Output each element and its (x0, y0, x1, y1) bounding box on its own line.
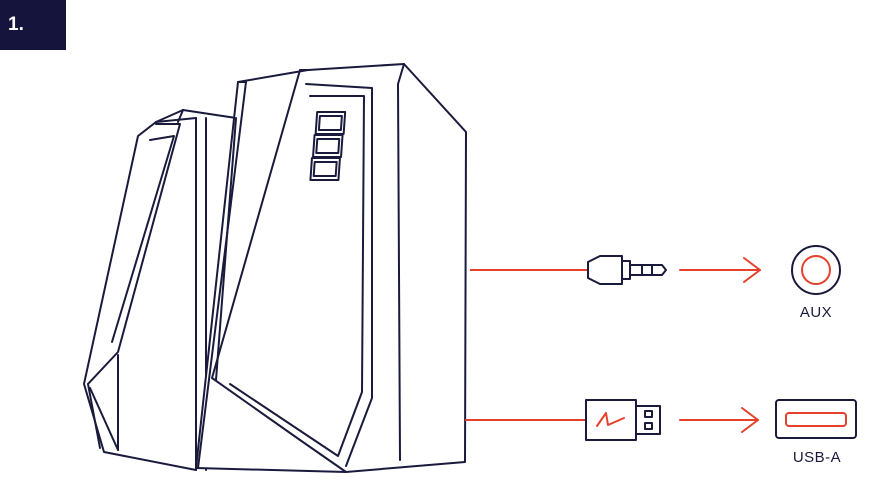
left-speaker-icon (83, 109, 237, 471)
usb-port-label: USB-A (792, 449, 842, 466)
usb-connection (465, 399, 857, 441)
power-symbol-icon (596, 412, 625, 427)
usb-a-port-icon (775, 399, 857, 439)
aux-connection (470, 245, 841, 295)
pc-speaker-pair-icon (83, 63, 467, 473)
usb-plug-icon (585, 399, 661, 441)
right-speaker-icon (195, 63, 467, 473)
arrow-right-icon (679, 407, 759, 433)
audio-jack-plug-icon (587, 255, 667, 285)
aux-port-label: AUX (799, 304, 833, 321)
arrow-right-icon (679, 257, 761, 283)
step-number-badge: 1. (0, 0, 66, 50)
aux-port-icon (791, 245, 841, 295)
step-number: 1. (8, 14, 24, 35)
